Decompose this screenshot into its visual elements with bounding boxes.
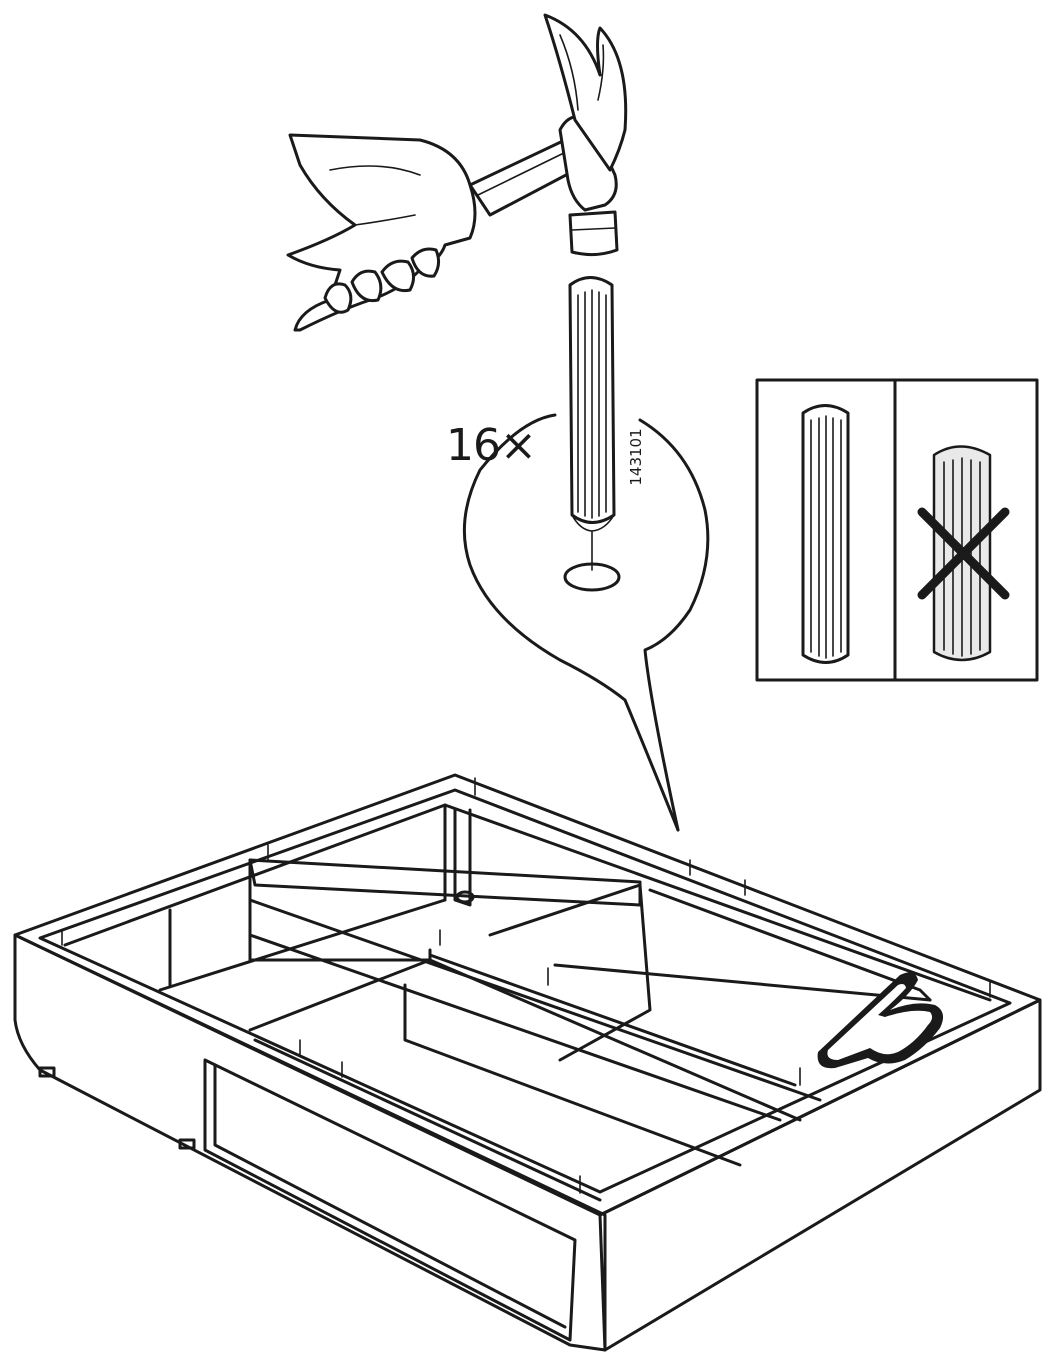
dowel-correct-icon <box>801 404 850 664</box>
detail-callout <box>462 413 710 832</box>
hammer-icon <box>468 13 628 257</box>
wooden-dowel-icon <box>568 276 616 571</box>
bed-frame <box>13 773 1042 1352</box>
dowel-comparison-box <box>755 378 1039 682</box>
dowel-incorrect-x-icon <box>917 445 1010 662</box>
quantity-label: 16× <box>446 420 537 471</box>
hand-holding-hammer-icon <box>286 133 477 332</box>
pointing-hand-icon <box>817 972 944 1069</box>
part-number: 143101 <box>627 428 645 486</box>
